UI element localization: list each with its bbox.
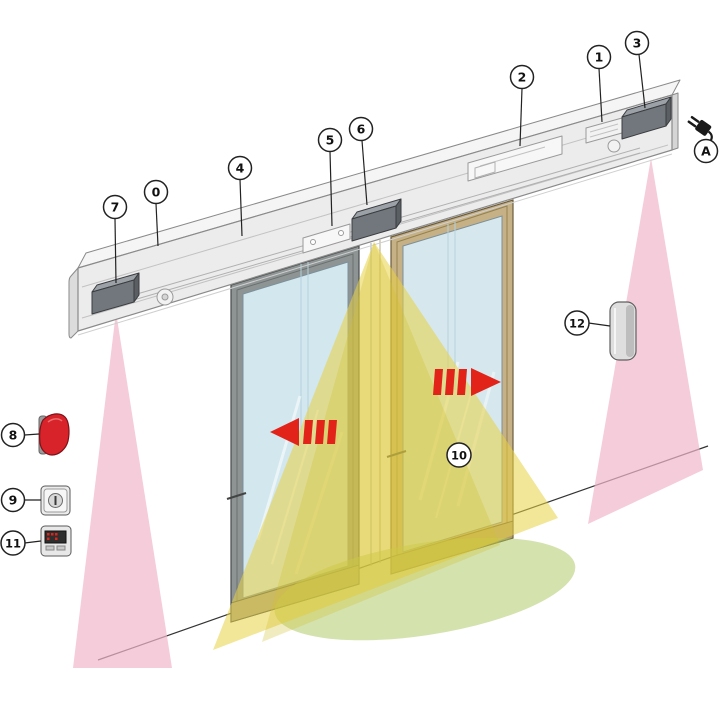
callout-2: 2 xyxy=(509,64,535,90)
arrow-left xyxy=(270,418,337,446)
arrow-left-head xyxy=(270,418,299,446)
arrow-right xyxy=(433,368,501,396)
callout-5-label: 5 xyxy=(326,133,335,148)
leader-11 xyxy=(24,540,42,544)
callouts: 0 1 2 3 4 5 6 7 xyxy=(0,30,719,556)
center-zone-inner xyxy=(262,242,500,642)
leader-7 xyxy=(114,218,117,284)
drive-beam xyxy=(68,79,681,339)
callout-6-label: 6 xyxy=(357,122,366,137)
leader-4 xyxy=(239,179,243,237)
callout-3-label: 3 xyxy=(633,36,642,51)
idler-pulley xyxy=(607,139,621,153)
emergency-device xyxy=(38,413,70,456)
callout-0: 0 xyxy=(143,179,169,205)
detection-zone-center xyxy=(213,242,558,650)
callout-0-label: 0 xyxy=(152,185,161,200)
callout-6: 6 xyxy=(348,116,374,142)
callout-8: 8 xyxy=(0,422,26,448)
beam-left-cap xyxy=(68,267,79,339)
leader-0 xyxy=(155,203,159,247)
callout-12: 12 xyxy=(564,310,590,336)
callout-A: A xyxy=(693,138,719,164)
control-panel-button-2 xyxy=(56,545,66,551)
beam-right-cap xyxy=(671,92,679,151)
callout-10: 10 xyxy=(446,442,472,468)
power-plug-icon xyxy=(687,115,713,145)
callout-4: 4 xyxy=(227,155,253,181)
wall-sensor xyxy=(609,301,637,361)
emergency-device-body xyxy=(39,413,70,456)
key-slot xyxy=(54,496,57,505)
key-switch xyxy=(40,485,71,516)
control-panel-display xyxy=(44,530,67,544)
leader-2 xyxy=(519,88,523,147)
callout-1-label: 1 xyxy=(595,50,604,65)
callout-8-label: 8 xyxy=(9,428,18,443)
left-door-lock-mark xyxy=(226,492,247,500)
callout-1: 1 xyxy=(586,44,612,70)
control-panel xyxy=(40,525,72,557)
callout-2-label: 2 xyxy=(518,70,527,85)
motor-pulley xyxy=(156,139,621,306)
callout-4-label: 4 xyxy=(236,161,245,176)
detection-zone-right xyxy=(588,158,703,524)
locking-device xyxy=(302,223,351,254)
leader-12 xyxy=(588,322,611,327)
callout-3: 3 xyxy=(624,30,650,56)
callout-5: 5 xyxy=(317,127,343,153)
detection-zone-left xyxy=(73,312,172,668)
callout-9: 9 xyxy=(0,487,26,513)
control-unit xyxy=(467,135,563,182)
callout-7: 7 xyxy=(102,194,128,220)
center-sensor-box xyxy=(351,198,402,242)
callout-11-label: 11 xyxy=(5,537,21,551)
leader-5 xyxy=(329,151,333,227)
callout-9-label: 9 xyxy=(9,493,18,508)
callout-7-label: 7 xyxy=(111,200,120,215)
center-zone-outer xyxy=(213,242,558,650)
right-sensor-box xyxy=(621,96,672,140)
leader-lines xyxy=(24,54,646,544)
arrow-right-head xyxy=(471,368,501,396)
callout-A-label: A xyxy=(701,144,711,159)
callout-12-label: 12 xyxy=(569,317,585,331)
leader-1 xyxy=(598,68,603,123)
callout-11: 11 xyxy=(0,530,26,556)
leader-3 xyxy=(638,54,646,109)
control-panel-button-1 xyxy=(45,545,55,551)
leader-8 xyxy=(24,433,40,436)
callout-10-label: 10 xyxy=(451,449,467,463)
leader-6 xyxy=(361,140,368,206)
